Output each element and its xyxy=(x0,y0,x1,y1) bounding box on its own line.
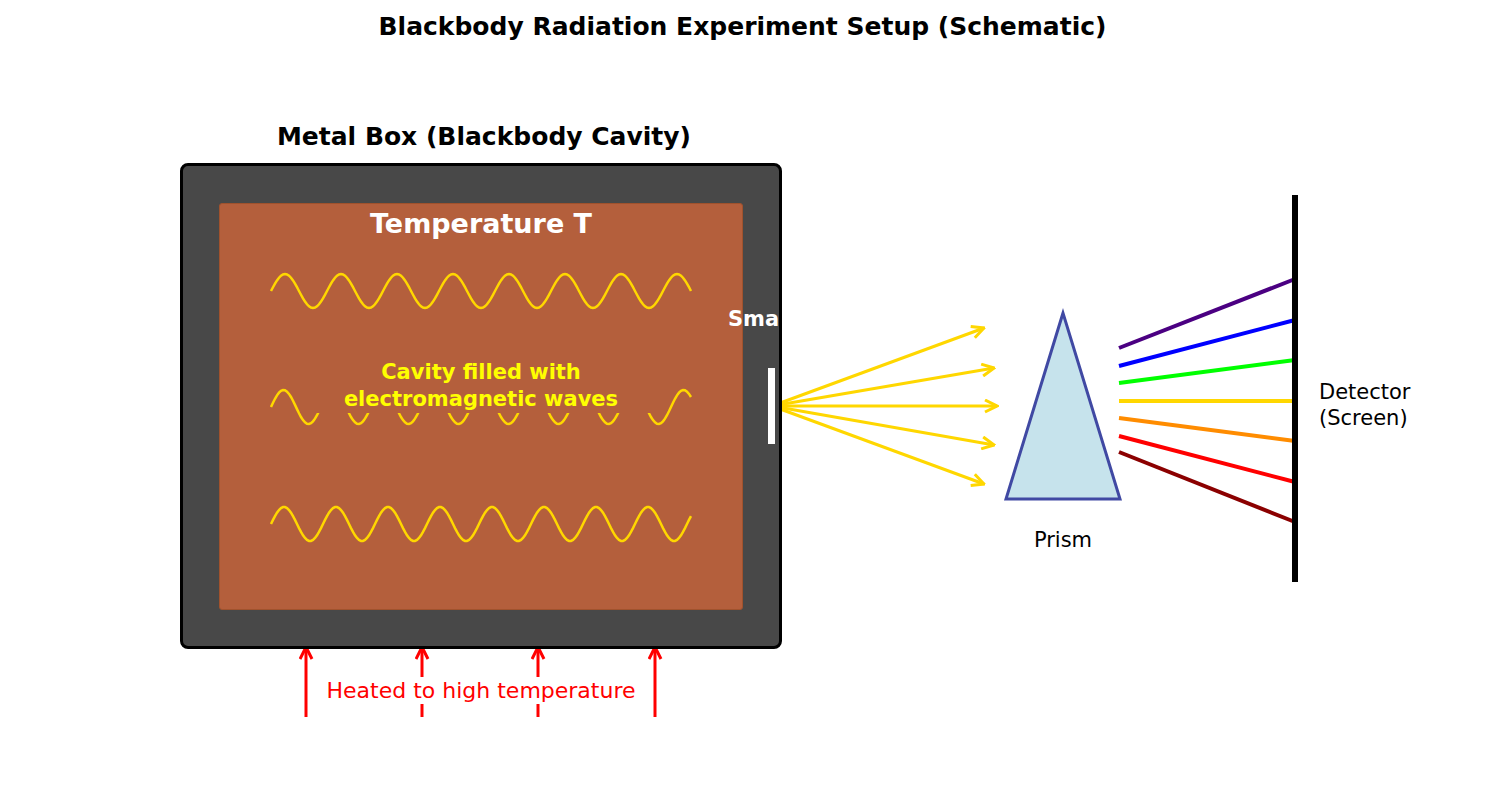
light-ray xyxy=(772,368,994,406)
heating-note: Heated to high temperature xyxy=(324,677,639,704)
heat-arrow xyxy=(305,647,308,717)
hole-label: Sma xyxy=(728,306,779,332)
spectrum-line xyxy=(1119,418,1295,441)
box-heading: Metal Box (Blackbody Cavity) xyxy=(143,122,825,152)
em-waves xyxy=(220,204,742,609)
heat-arrows xyxy=(306,647,655,717)
prism-triangle xyxy=(1006,313,1120,499)
prism: Prism xyxy=(1004,310,1122,501)
light-ray xyxy=(772,406,994,445)
em-wave xyxy=(271,507,691,541)
heat-arrow xyxy=(421,647,424,717)
metal-box: Metal Box (Blackbody Cavity)Temperature … xyxy=(180,163,782,649)
spectrum-line xyxy=(1119,452,1295,522)
temperature-label: Temperature T xyxy=(220,208,742,240)
spectrum-line xyxy=(1119,320,1295,366)
spectrum-line xyxy=(1119,279,1295,348)
detector-label: Detector (Screen) xyxy=(1319,379,1439,431)
prism-label: Prism xyxy=(974,527,1152,553)
heat-arrow xyxy=(654,647,657,717)
light-ray xyxy=(772,328,984,406)
light-ray xyxy=(772,406,984,484)
heat-arrow xyxy=(537,647,540,717)
light-ray-connector xyxy=(772,405,997,408)
em-wave xyxy=(271,274,691,308)
spectrum-line xyxy=(1119,360,1295,383)
small-hole xyxy=(768,368,775,444)
diagram-title: Blackbody Radiation Experiment Setup (Sc… xyxy=(0,12,1485,42)
prism-shape xyxy=(1004,310,1122,501)
spectrum-line xyxy=(1119,436,1295,482)
spectrum-line xyxy=(1119,399,1295,403)
detector-screen: Detector (Screen) xyxy=(1292,195,1298,582)
spectrum xyxy=(1119,279,1295,522)
em-wave xyxy=(271,390,691,424)
cavity: Temperature T Cavity filled with electrom… xyxy=(219,203,743,610)
cavity-note: Cavity filled with electromagnetic waves xyxy=(307,359,655,413)
hole-opening xyxy=(768,368,775,444)
